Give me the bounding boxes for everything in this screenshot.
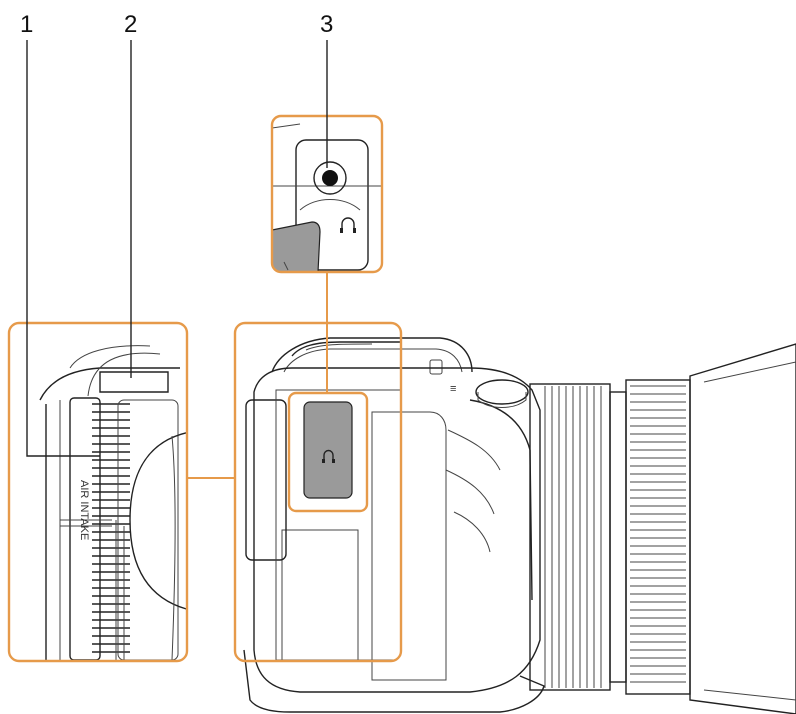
focus-ring-grip (630, 385, 686, 683)
lens (529, 343, 796, 714)
detail-box-air-intake (7, 321, 189, 663)
cover-headphone-icon (323, 449, 334, 462)
svg-text:≡: ≡ (450, 383, 456, 395)
callout-2: 2 (124, 11, 137, 378)
lens-knurling (544, 386, 602, 688)
headphone-terminal-detail (272, 123, 382, 272)
callout-2-number: 2 (124, 11, 137, 38)
callout-3: 3 (320, 11, 333, 168)
air-intake-detail: AIR INTAKE (39, 345, 187, 661)
callout-3-number: 3 (320, 11, 333, 38)
headphone-icon (341, 217, 355, 231)
terminal-cover-detail (245, 341, 401, 661)
callout-1-number: 1 (20, 11, 33, 38)
headphone-jack (322, 170, 338, 186)
camera-body: ≡ (243, 337, 545, 713)
detail-box-side (233, 321, 403, 663)
terminal-cover-flap (272, 221, 321, 272)
air-intake-label: AIR INTAKE (78, 480, 90, 540)
callout-1: 1 (20, 11, 100, 457)
air-intake-vents (92, 403, 130, 653)
